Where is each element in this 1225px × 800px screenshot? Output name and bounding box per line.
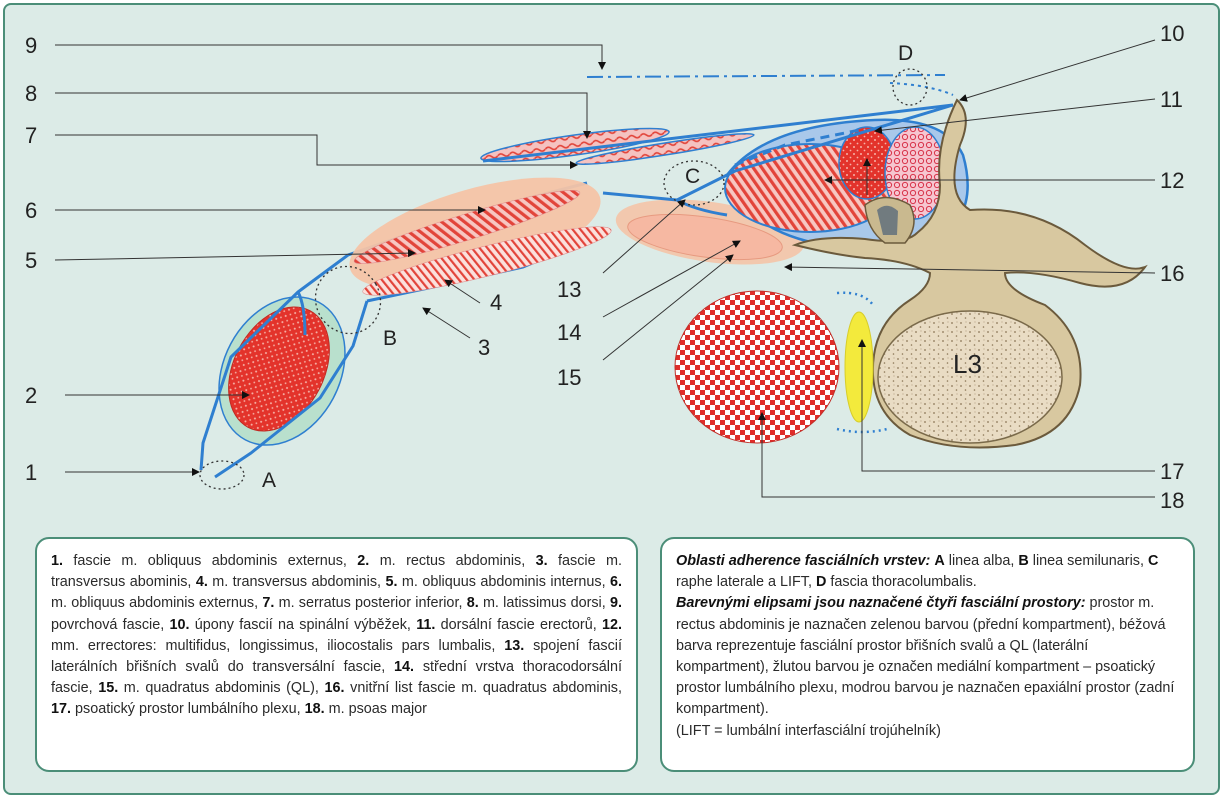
adherence-text: linea alba, bbox=[944, 553, 1019, 569]
legend-number: 5. bbox=[385, 574, 398, 591]
legend-number: 1. bbox=[51, 553, 64, 569]
adherence-markers bbox=[199, 68, 928, 490]
legend-number: 6. bbox=[610, 574, 623, 591]
legend-number: 11. bbox=[416, 616, 436, 633]
label-7: 7 bbox=[25, 123, 37, 148]
cross-section-diagram: 9 8 7 6 5 2 1 4 3 13 14 15 10 11 12 16 1… bbox=[25, 21, 1184, 513]
lift-note: (LIFT = lumbální interfasciální trojúhel… bbox=[676, 722, 941, 739]
adherence-letter: B bbox=[1018, 553, 1029, 569]
compartments-text: prostor m. rectus abdominis je naznačen … bbox=[676, 595, 1175, 718]
legend-entry-text: fascie m. transversus abominis, bbox=[51, 553, 622, 591]
rectus-compartment bbox=[218, 296, 346, 446]
legend-entry-text: dorsální fascie erectorů, bbox=[435, 616, 602, 633]
legend-number: 8. bbox=[466, 595, 479, 612]
compartments-heading: Barevnými elipsami jsou naznačené čtyři … bbox=[676, 595, 1086, 612]
legend-entry-text: m. obliquus abdominis internus, bbox=[397, 574, 610, 591]
legend-entry-text: m. obliquus abdominis externus, bbox=[51, 595, 263, 612]
label-l3: L3 bbox=[953, 349, 982, 379]
legend-entry-text: m. transversus abdominis, bbox=[207, 574, 386, 591]
label-2: 2 bbox=[25, 383, 37, 408]
label-13: 13 bbox=[557, 277, 581, 302]
adherence-text: fascia thoracolumbalis. bbox=[826, 574, 977, 591]
label-a: A bbox=[262, 469, 276, 492]
figure-frame: 9 8 7 6 5 2 1 4 3 13 14 15 10 11 12 16 1… bbox=[3, 3, 1220, 795]
marker-b bbox=[314, 265, 382, 335]
posterior-fascia-lines bbox=[482, 74, 954, 217]
label-6: 6 bbox=[25, 198, 37, 223]
legend-number: 18. bbox=[304, 701, 325, 718]
label-11: 11 bbox=[1160, 87, 1183, 112]
legend-number: 12. bbox=[601, 616, 622, 633]
legend-entry-text: úpony fascií na spinální výběžek, bbox=[189, 616, 417, 633]
legend-number: 2. bbox=[357, 553, 370, 569]
label-18: 18 bbox=[1160, 488, 1184, 513]
psoas-compartment bbox=[674, 290, 888, 444]
legend-number: 14. bbox=[394, 659, 415, 676]
adherence-letter: A bbox=[934, 553, 945, 569]
vertebra-l3 bbox=[791, 98, 1148, 449]
legend-entry-text: m. latissimus dorsi, bbox=[478, 595, 610, 612]
leader-lines bbox=[54, 39, 1156, 498]
label-8: 8 bbox=[25, 81, 37, 106]
label-b: B bbox=[383, 327, 397, 350]
label-15: 15 bbox=[557, 365, 581, 390]
legend-entry-text: vnitřní list fascie m. quadratus abdomin… bbox=[344, 680, 623, 697]
legend-entry-text: fascie m. obliquus abdominis externus, bbox=[63, 553, 358, 569]
legend-number: 3. bbox=[535, 553, 548, 569]
legend-compartments: Oblasti adherence fasciálních vrstev: A … bbox=[660, 537, 1195, 772]
legend-entry-text: psoatický prostor lumbálního plexu, bbox=[71, 701, 305, 718]
legend-entry-text: spojení fascií laterálních břišních sval… bbox=[51, 637, 622, 676]
marker-a bbox=[199, 460, 245, 490]
marker-d bbox=[892, 68, 928, 106]
legend-number: 4. bbox=[195, 574, 208, 591]
label-12: 12 bbox=[1160, 168, 1184, 193]
legend-entry-text: povrchová fascie, bbox=[51, 616, 170, 633]
legend-entry-text: m. quadratus abdominis (QL), bbox=[118, 680, 325, 697]
adherence-items: A linea alba, B linea semilunaris, C rap… bbox=[676, 553, 1158, 590]
legend-number: 7. bbox=[262, 595, 275, 612]
label-1: 1 bbox=[25, 460, 37, 485]
adherence-text: raphe laterale a LIFT, bbox=[676, 574, 816, 591]
label-9: 9 bbox=[25, 33, 37, 58]
marker-c bbox=[663, 160, 725, 206]
label-3: 3 bbox=[478, 335, 490, 360]
label-4: 4 bbox=[490, 290, 502, 315]
legend-number: 15. bbox=[98, 680, 119, 697]
legend-number: 13. bbox=[504, 637, 525, 654]
legend-entry-text: m. serratus posterior inferior, bbox=[274, 595, 467, 612]
label-d: D bbox=[898, 42, 913, 65]
label-10: 10 bbox=[1160, 21, 1184, 46]
adherence-text: linea semilunaris, bbox=[1028, 553, 1148, 569]
label-16: 16 bbox=[1160, 261, 1184, 286]
legend-numbers: 1. fascie m. obliquus abdominis externus… bbox=[35, 537, 638, 772]
legend-number: 10. bbox=[169, 616, 190, 633]
label-17: 17 bbox=[1160, 459, 1184, 484]
label-c: C bbox=[685, 165, 700, 188]
adherence-letter: D bbox=[816, 574, 827, 591]
legend-number: 17. bbox=[51, 701, 72, 718]
legend-entry-text: m. psoas major bbox=[324, 701, 427, 718]
label-14: 14 bbox=[557, 320, 581, 345]
legend-number: 9. bbox=[610, 595, 623, 612]
adherence-letter: C bbox=[1147, 553, 1159, 569]
legend-entry-text: mm. errectores: multifidus, longissimus,… bbox=[51, 637, 505, 654]
label-5: 5 bbox=[25, 248, 37, 273]
legend-entry-text: střední vrstva thoracodorsální fascie, bbox=[51, 659, 622, 697]
legend-number: 16. bbox=[324, 680, 345, 697]
adherence-heading: Oblasti adherence fasciálních vrstev: bbox=[676, 553, 931, 569]
legend-entry-text: m. rectus abdominis, bbox=[369, 553, 536, 569]
